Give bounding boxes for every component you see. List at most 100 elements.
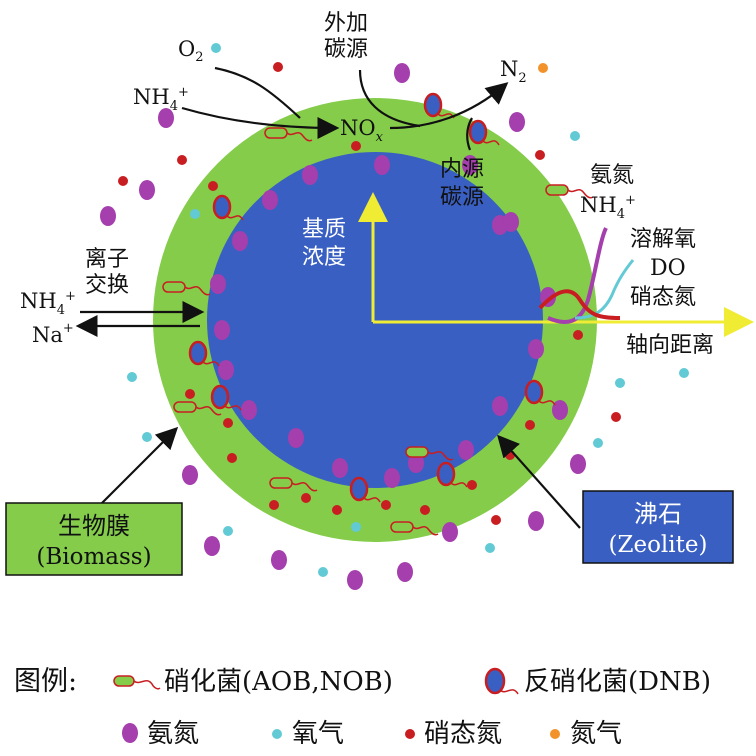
legend-denitrifier-icon <box>484 667 519 695</box>
nitrate-particle <box>420 505 430 515</box>
oxygen-particle <box>593 438 603 448</box>
nitrifier-tail <box>286 132 313 142</box>
denitrifier-body <box>349 476 369 502</box>
denitrifier-tail <box>226 215 244 221</box>
particles <box>100 43 689 590</box>
ammonia-particle <box>394 63 410 83</box>
ammonia-curve-formula: NH4+ <box>580 193 636 222</box>
oxygen-particle <box>485 543 495 553</box>
external-carbon-label-1: 外加 <box>324 11 368 36</box>
denitrifier-body <box>468 119 488 145</box>
denitrifier-body <box>210 384 230 410</box>
nox-to-n2-arrow <box>389 82 509 130</box>
nitrifier-body <box>390 521 414 533</box>
legend-nitrifier-icon <box>113 675 161 690</box>
nitrate-particle <box>573 330 583 340</box>
legend-nitrate-icon <box>405 729 415 739</box>
nitrate-particle <box>301 493 311 503</box>
legend-oxygen-label: 氧气 <box>292 719 344 749</box>
oxygen-particle <box>351 522 361 532</box>
denitrifier-bacterium <box>349 476 381 503</box>
denitrifier-tail <box>482 140 500 146</box>
nitrate-particle <box>332 505 342 515</box>
nitrate-particle <box>208 181 218 191</box>
zeolite-core <box>207 152 543 488</box>
denitrifier-body <box>524 379 544 405</box>
legend-nitrifier-label: 硝化菌(AOB,NOB) <box>164 667 393 697</box>
nitrate-particle <box>223 418 233 428</box>
nitrate-particle <box>273 62 283 72</box>
nitrifier-body <box>173 401 197 413</box>
legend-denitrifier-label: 反硝化菌(DNB) <box>524 667 711 697</box>
legend-ammonia-icon <box>122 723 138 743</box>
ammonia-particle <box>397 562 413 582</box>
nitrate-curve <box>538 289 621 320</box>
o2-label: O2 <box>178 37 204 65</box>
nitrate-particle <box>269 500 279 510</box>
nitrifier-bacterium <box>269 477 318 492</box>
biofilm-box-title: 生物膜 <box>58 512 130 540</box>
oxygen-particle <box>570 131 580 141</box>
ammonia-particle <box>570 454 586 474</box>
denitrifier-tail <box>450 482 468 488</box>
denitrifier-body <box>188 340 208 366</box>
zeolite-box <box>582 490 734 564</box>
oxygen-particle <box>615 378 625 388</box>
legend: 图例: 硝化菌(AOB,NOB) 反硝化菌(DNB) 氨氮 氧气 硝态氮 氮气 <box>14 666 711 749</box>
ammonia-particle <box>139 180 155 200</box>
nitrate-particle <box>177 155 187 165</box>
nh4-to-nox-arrow <box>181 106 340 139</box>
legend-prefix: 图例: <box>14 666 77 697</box>
nox-label: NOx <box>340 116 384 145</box>
oxygen-particle <box>318 567 328 577</box>
ammonia-particle <box>374 155 390 175</box>
nitrifier-tail <box>184 286 211 296</box>
internal-carbon-label-2: 碳源 <box>440 185 484 210</box>
ammonia-curve-label: 氨氮 <box>590 163 634 188</box>
denitrifier-tail <box>202 361 220 367</box>
nitrate-particle <box>505 450 515 460</box>
ammonia-particle <box>100 206 116 226</box>
ammonia-particle <box>503 212 519 232</box>
ammonia-particle <box>492 396 508 416</box>
ammonia-particle <box>271 550 287 570</box>
denitrifier-tail <box>224 405 242 411</box>
nitrifier-body <box>269 477 293 489</box>
ammonia-particle <box>528 339 544 359</box>
nitrifier-tail <box>567 189 594 199</box>
denitrifier-body <box>423 92 443 118</box>
ammonia-particle <box>232 231 248 251</box>
nh4-top-label: NH4+ <box>133 85 189 114</box>
nitrate-particle <box>381 500 391 510</box>
o2-flow-arrow <box>214 66 301 119</box>
ammonia-particle <box>462 155 478 175</box>
ammonia-particle <box>158 108 174 128</box>
zeolite-box-subtitle: (Zeolite) <box>609 532 708 558</box>
nitrifier-body <box>162 281 186 293</box>
legend-nitrogen-label: 氮气 <box>570 719 622 749</box>
denitrifier-bacterium <box>524 379 556 406</box>
nitrifier-tail <box>427 451 454 461</box>
ammonia-particle <box>552 400 568 420</box>
nitrifier-bacterium <box>173 401 222 416</box>
ammonia-particle <box>218 360 234 380</box>
nh4-left-label: NH4+ <box>20 289 76 318</box>
bacteria-layer <box>162 92 594 536</box>
external-carbon-label-2: 碳源 <box>324 37 368 62</box>
ammonia-particle <box>458 440 474 460</box>
ion-exchange-label-1: 离子 <box>85 247 129 272</box>
ammonia-particle <box>332 458 348 478</box>
ammonia-particle <box>442 522 458 542</box>
nitrate-particle <box>118 176 128 186</box>
ammonia-particle <box>302 165 318 185</box>
substrate-conc-label-1: 基质 <box>302 217 346 242</box>
denitrifier-bacterium <box>188 340 220 367</box>
zeolite-box-title: 沸石 <box>634 500 682 528</box>
nitrifier-bacterium <box>162 281 211 296</box>
oxygen-particle <box>142 432 152 442</box>
do-curve-label-1: 溶解氧 <box>630 227 696 252</box>
oxygen-particle <box>223 526 233 536</box>
ion-exchange-label-2: 交换 <box>85 273 129 298</box>
ammonia-particle <box>288 428 304 448</box>
nitrate-particle <box>611 412 621 422</box>
